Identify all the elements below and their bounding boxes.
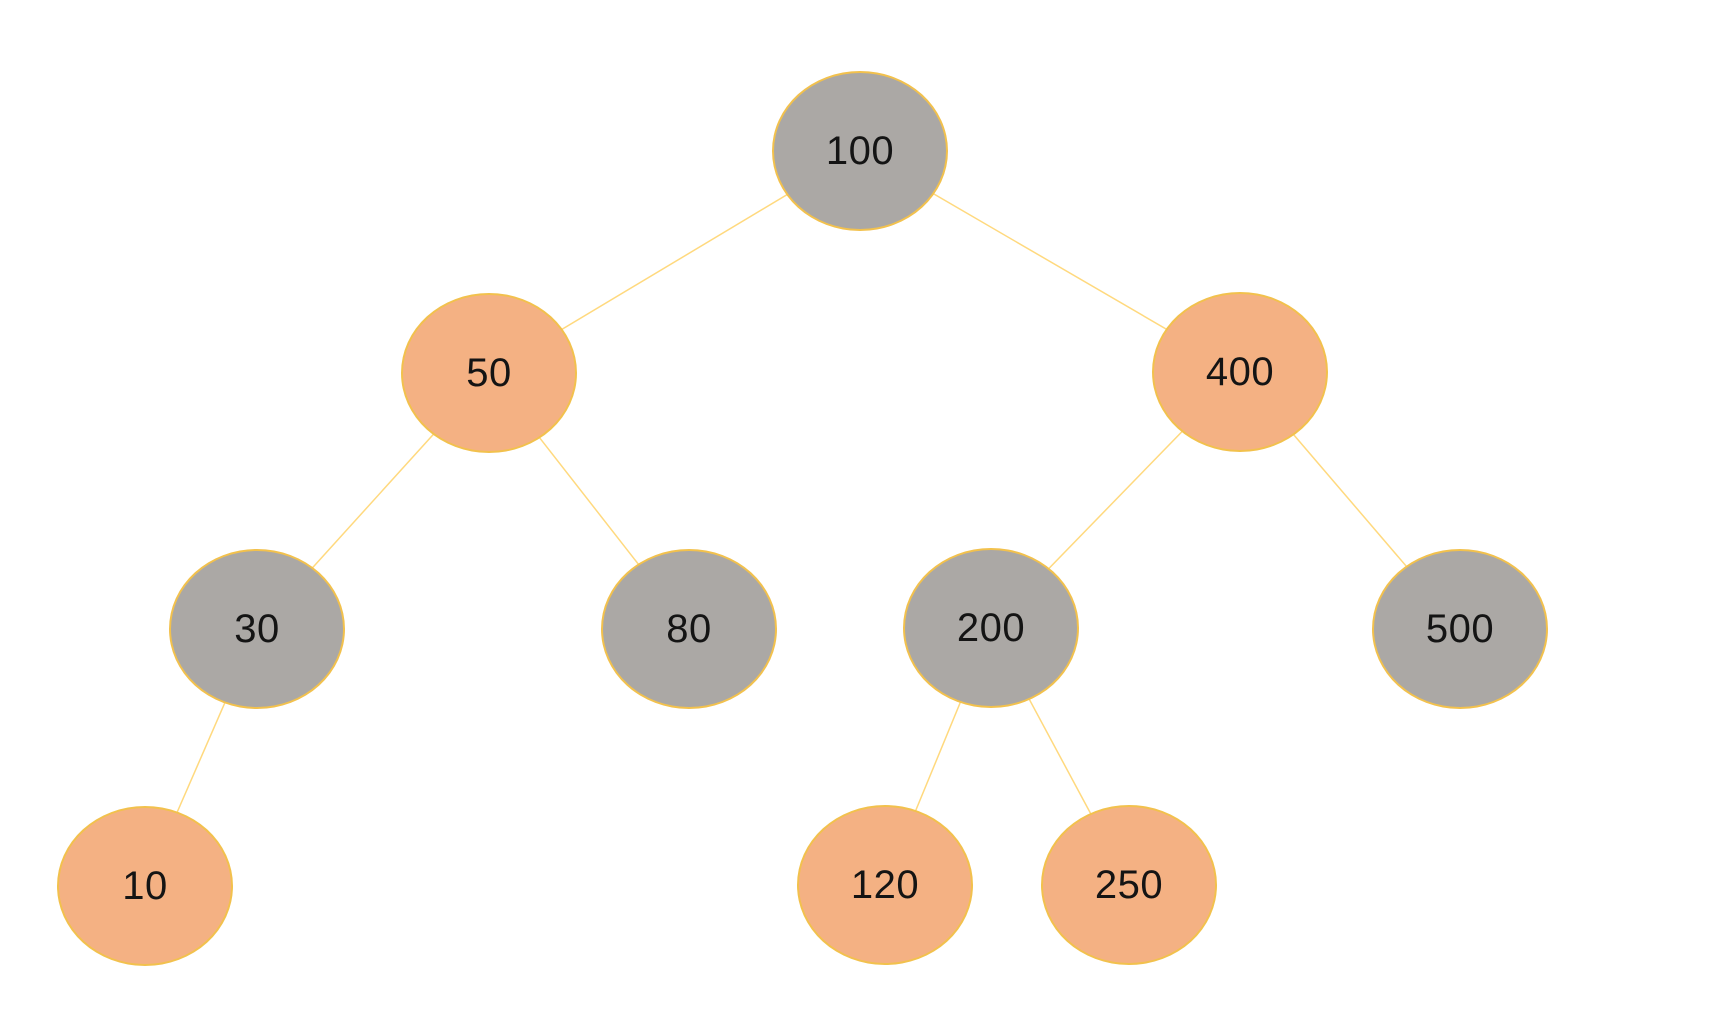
node-label: 200 <box>956 606 1026 650</box>
node-label: 100 <box>825 129 895 173</box>
node-label: 80 <box>666 607 712 651</box>
node-label: 10 <box>122 864 168 908</box>
tree-node-80[interactable]: 80 <box>601 549 777 709</box>
node-label: 50 <box>466 351 512 395</box>
tree-node-100[interactable]: 100 <box>772 71 948 231</box>
node-label: 30 <box>234 607 280 651</box>
tree-node-200[interactable]: 200 <box>903 548 1079 708</box>
tree-node-10[interactable]: 10 <box>57 806 233 966</box>
node-label: 120 <box>850 863 920 907</box>
node-label: 400 <box>1205 350 1275 394</box>
tree-node-50[interactable]: 50 <box>401 293 577 453</box>
tree-node-30[interactable]: 30 <box>169 549 345 709</box>
tree-node-500[interactable]: 500 <box>1372 549 1548 709</box>
node-label: 500 <box>1425 607 1495 651</box>
tree-node-400[interactable]: 400 <box>1152 292 1328 452</box>
tree-node-250[interactable]: 250 <box>1041 805 1217 965</box>
tree-node-120[interactable]: 120 <box>797 805 973 965</box>
node-label: 250 <box>1094 863 1164 907</box>
